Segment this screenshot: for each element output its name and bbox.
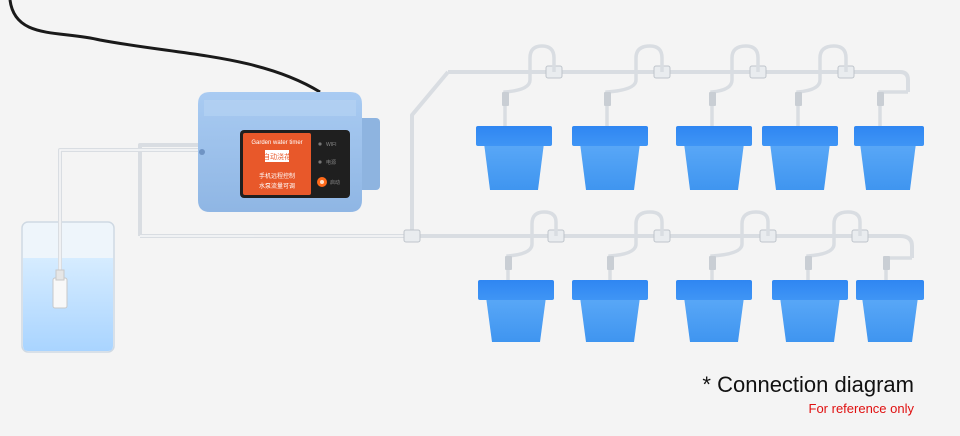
flower-pot [676, 126, 752, 190]
flower-pot [762, 126, 838, 190]
panel-heading: 自动浇花 [263, 152, 291, 161]
indicator-label-2: 电源 [326, 159, 336, 166]
flower-pot [476, 126, 552, 190]
drip-emitters [502, 92, 890, 270]
bottom-distribution-line [412, 234, 914, 258]
panel-line-1: 手机远程控制 [259, 172, 295, 180]
caption-note: For reference only [808, 401, 915, 416]
panel-title: Garden water timer [251, 140, 302, 146]
water-container [21, 221, 115, 353]
water-timer-controller: Garden water timer 自动浇花 手机远程控制 水泵流量可调 WI… [198, 92, 380, 212]
pots-top-row [476, 126, 924, 190]
panel-line-2: 水泵流量可调 [259, 182, 295, 190]
indicator-light-2 [318, 160, 322, 164]
flower-pot [572, 126, 648, 190]
caption: * Connection diagram For reference only [702, 372, 914, 418]
top-branches [503, 44, 908, 128]
caption-title: * Connection diagram [702, 372, 914, 397]
pots-bottom-row [478, 280, 924, 342]
flower-pot [854, 126, 924, 190]
flower-pot [856, 280, 924, 342]
flower-pot [478, 280, 554, 342]
bottom-branches [506, 210, 912, 282]
water-filter [52, 269, 68, 309]
power-cable [8, 0, 321, 94]
indicator-label-1: WIFI [326, 142, 337, 148]
top-distribution-line [448, 70, 910, 92]
flower-pot [572, 280, 648, 342]
indicator-label-3: 启动 [330, 179, 340, 186]
flower-pot [772, 280, 848, 342]
indicator-light-1 [318, 142, 322, 146]
flower-pot [676, 280, 752, 342]
